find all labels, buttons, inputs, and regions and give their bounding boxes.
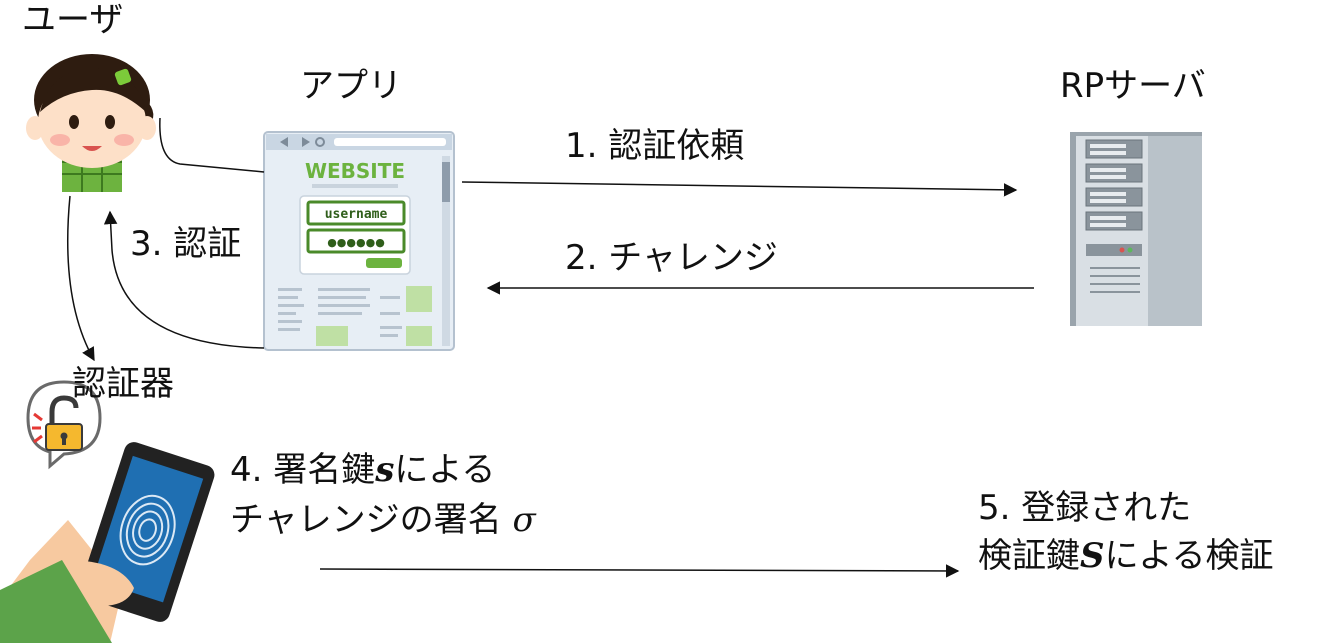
actor-rp-server-label: RPサーバ [1060,66,1206,106]
arrow-1-request [461,181,1018,197]
arrow-user-to-app [159,117,265,173]
signing-key-var: s [375,450,395,490]
actor-authenticator-label: 認証器 [72,364,174,404]
arrow-3-auth [103,210,265,349]
password-field-mock: ●●●●●● [327,236,385,249]
step-4-line-1-pre: 4. 署名鍵 [230,450,376,490]
website-banner: WEBSITE [305,159,405,183]
rp-server-illustration [1070,132,1202,326]
step-1-label: 1. 認証依頼 [565,126,745,166]
authenticator-phone-illustration [0,380,215,643]
verification-key-var: S [1080,536,1105,576]
step-5-line-1: 5. 登録された [978,488,1192,528]
step-5-line-2: 検証鍵Sによる検証 [978,536,1274,576]
arrow-user-to-authenticator [66,195,95,362]
step-5-line-2-pre: 検証鍵 [978,536,1080,576]
username-field-mock: username [325,207,388,222]
signature-sigma: σ [512,500,536,540]
actor-user-label: ユーザ [22,0,124,40]
app-website-illustration: WEBSITE username ●●●●●● [263,131,455,351]
step-4-line-1: 4. 署名鍵sによる [230,450,495,490]
step-3-label: 3. 認証 [130,224,242,264]
arrow-5-verify [319,564,960,578]
actor-app-label: アプリ [300,66,402,106]
step-4-line-2-pre: チャレンジの署名 [230,500,513,540]
step-5-line-2-post: による検証 [1104,536,1274,576]
step-4-line-2: チャレンジの署名 σ [230,500,536,540]
step-2-label: 2. チャレンジ [565,238,778,278]
user-illustration [26,54,156,192]
step-4-line-1-post: による [394,450,496,490]
